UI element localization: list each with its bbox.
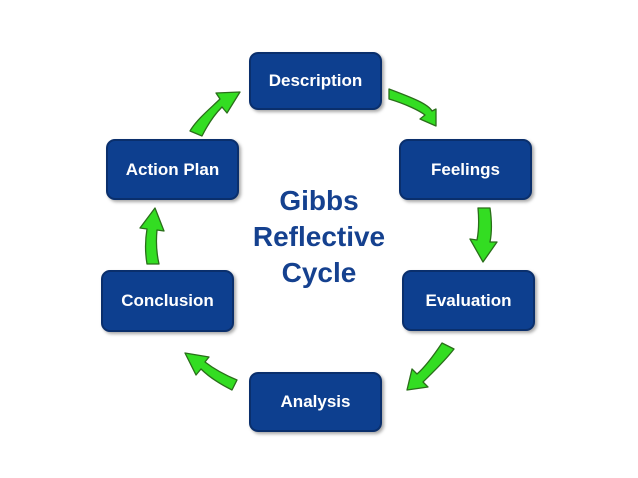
arrow-feelings-to-evaluation xyxy=(469,207,498,263)
stage-actionplan-box: Action Plan xyxy=(106,139,239,200)
stage-evaluation-label: Evaluation xyxy=(425,290,512,310)
title-line-3: Cycle xyxy=(281,257,357,288)
arrow-description-to-feelings xyxy=(388,88,437,127)
stage-conclusion-box: Conclusion xyxy=(101,270,234,332)
stage-analysis-label: Analysis xyxy=(280,392,351,411)
title-line-1: Gibbs xyxy=(279,185,359,216)
diagram-title: Gibbs Reflective Cycle xyxy=(200,183,438,291)
arrow-analysis-to-conclusion xyxy=(184,352,238,391)
stage-actionplan-label: Action Plan xyxy=(125,159,220,179)
arrow-actionplan-to-description xyxy=(189,91,241,137)
stage-feelings-label: Feelings xyxy=(431,159,500,179)
stage-description-label: Description xyxy=(268,71,363,90)
stage-analysis-box: Analysis xyxy=(249,372,382,432)
arrow-conclusion-to-actionplan xyxy=(139,207,165,265)
arrow-evaluation-to-analysis xyxy=(406,342,455,391)
stage-conclusion-label: Conclusion xyxy=(121,291,214,310)
stage-description-box: Description xyxy=(249,52,382,110)
stage-feelings-box: Feelings xyxy=(399,139,532,200)
title-line-2: Reflective xyxy=(252,221,386,252)
stage-evaluation-box: Evaluation xyxy=(402,270,535,331)
